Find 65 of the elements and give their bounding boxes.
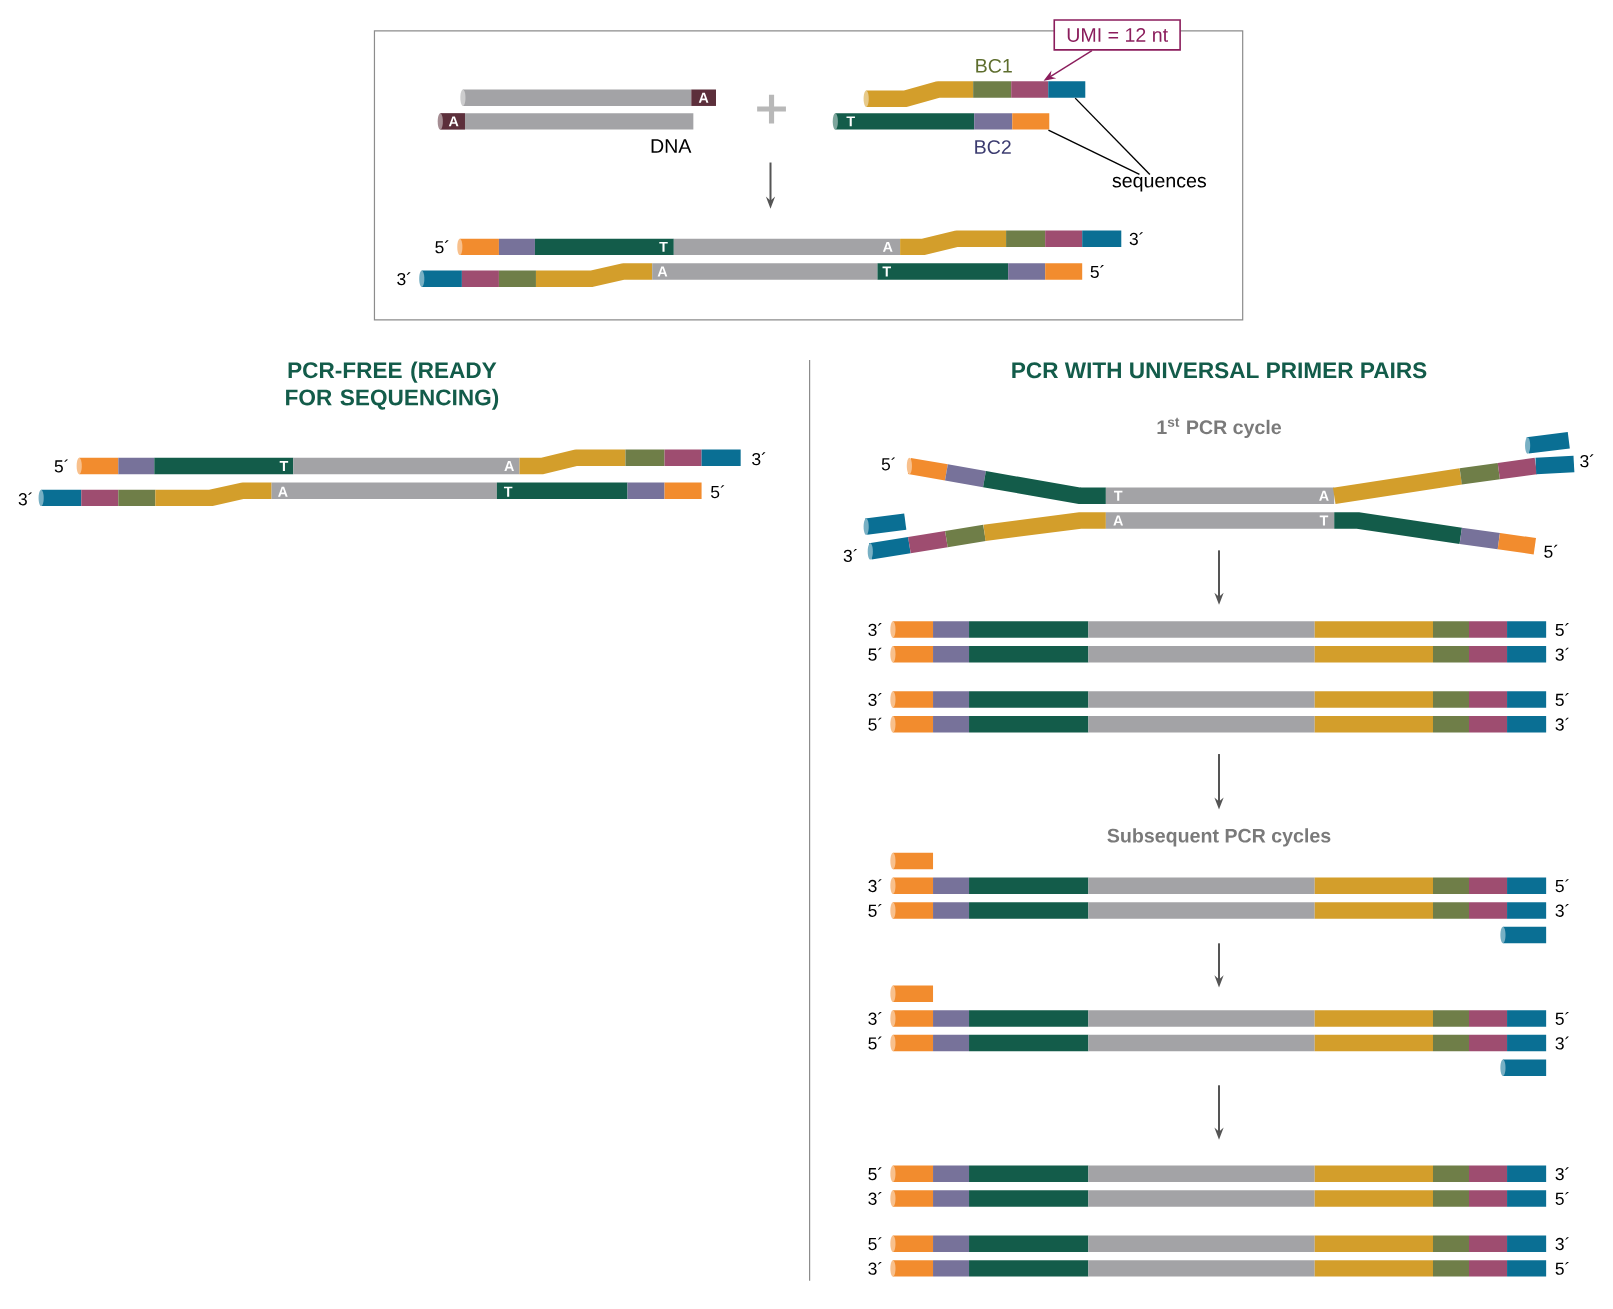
section-title: PCR WITH UNIVERSAL PRIMER PAIRS (1012, 362, 1427, 379)
end-label: 5´ (868, 1237, 882, 1251)
end-label: 3´ (1555, 1167, 1569, 1181)
base-letter: T (882, 266, 891, 277)
barcode-label: BC1 (976, 58, 1012, 73)
base-letter: A (278, 486, 288, 497)
end-label: 3´ (752, 452, 766, 466)
end-label: 3´ (1580, 454, 1594, 468)
base-letter: A (448, 116, 459, 127)
leader-line (1047, 129, 1141, 176)
end-label: 3´ (1555, 903, 1569, 917)
base-letter: T (1319, 515, 1329, 526)
end-label: 5´ (1555, 1011, 1569, 1025)
end-label: 3´ (843, 549, 857, 562)
end-label: 5´ (711, 485, 725, 499)
end-label: 5´ (1555, 1261, 1569, 1275)
end-label: 3´ (868, 1011, 882, 1025)
end-label: 3´ (868, 1191, 882, 1205)
end-label: 3´ (868, 1261, 882, 1275)
strand-segment (1012, 113, 1050, 130)
callout-box: UMI = 12 nt (1053, 19, 1181, 51)
end-label: 3´ (868, 693, 882, 706)
base-letter: T (1113, 490, 1123, 501)
step-title: 1$^{st}$ PCR cycle (1157, 417, 1282, 439)
end-label: 3´ (868, 623, 882, 637)
base-letter: A (657, 266, 668, 277)
base-letter: A (1319, 490, 1329, 501)
base-letter: T (846, 116, 855, 127)
end-label: 5´ (868, 903, 882, 917)
end-label: 5´ (868, 717, 882, 731)
end-label: 5´ (881, 457, 895, 471)
leader-line (1074, 97, 1151, 176)
base-letter: A (698, 92, 709, 103)
end-label: 3´ (1555, 717, 1569, 731)
end-label: 5´ (868, 1036, 882, 1050)
barcode-label: BC2 (975, 140, 1011, 155)
base-letter: T (659, 241, 668, 252)
base-letter: T (503, 486, 513, 497)
end-label: 3´ (1555, 647, 1569, 661)
section-title: PCR-FREE (READY FOR SEQUENCING) (286, 361, 499, 410)
annotation-text: sequences (1112, 176, 1207, 192)
base-letter: A (504, 461, 514, 471)
step-title: Subsequent PCR cycles (1107, 828, 1331, 847)
end-label: 3´ (397, 272, 411, 286)
end-label: 3´ (1555, 1237, 1569, 1251)
end-label: 3´ (18, 492, 32, 506)
strand-label: DNA (651, 139, 692, 153)
end-label: 5´ (1555, 623, 1569, 637)
end-label: 5´ (1555, 693, 1569, 706)
base-letter: A (882, 241, 893, 252)
strand-segment (1011, 81, 1049, 98)
end-label: 5´ (868, 1167, 882, 1181)
end-label: 5´ (1544, 544, 1558, 558)
end-label: 5´ (1555, 1191, 1569, 1205)
base-letter: A (1113, 515, 1123, 526)
base-letter: T (279, 461, 289, 471)
end-label: 5´ (435, 240, 449, 254)
end-label: 5´ (1090, 265, 1104, 279)
end-label: 5´ (868, 647, 882, 661)
end-label: 5´ (1555, 879, 1569, 893)
end-label: 3´ (868, 879, 882, 893)
end-label: 5´ (54, 459, 68, 473)
strand-segment (1048, 81, 1086, 98)
end-label: 3´ (1129, 232, 1143, 246)
end-label: 3´ (1555, 1036, 1569, 1050)
